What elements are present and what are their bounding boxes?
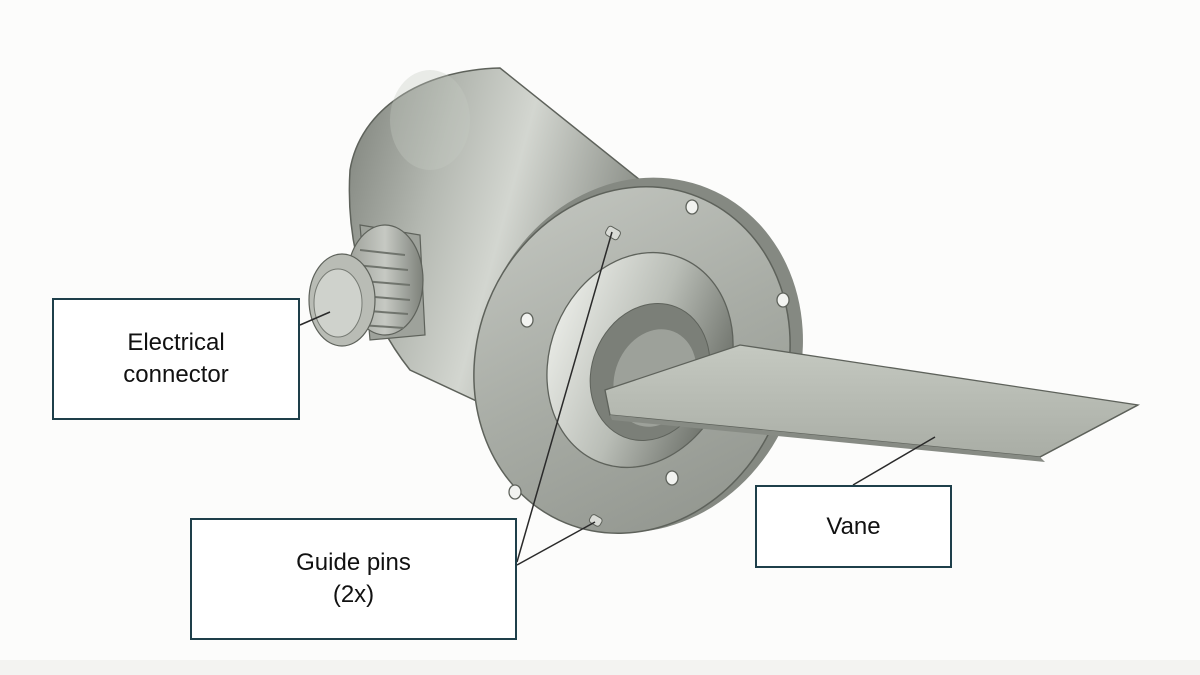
electrical-connector-part [308,224,426,347]
callout-text-line: (2x) [332,581,375,608]
vane-part [604,344,1141,462]
leader-lines [299,231,936,566]
leader-guide-pin-top [516,231,613,563]
flange-bolt-holes [508,199,790,500]
callout-text-line: Vane [826,512,881,540]
vane-callout: Vane [755,485,952,568]
callout-text-line: Electrical [127,329,225,356]
electrical-connector-callout: Electrical connector [52,298,300,420]
bottom-strip [0,660,1200,675]
leader-vane [852,436,936,486]
callout-text-line: Guide pins [296,549,411,576]
callout-text-line: connector [123,361,229,388]
leader-guide-pin-bottom [516,521,596,566]
leader-electrical [299,311,331,326]
guide-pins-callout: Guide pins (2x) [190,518,517,640]
